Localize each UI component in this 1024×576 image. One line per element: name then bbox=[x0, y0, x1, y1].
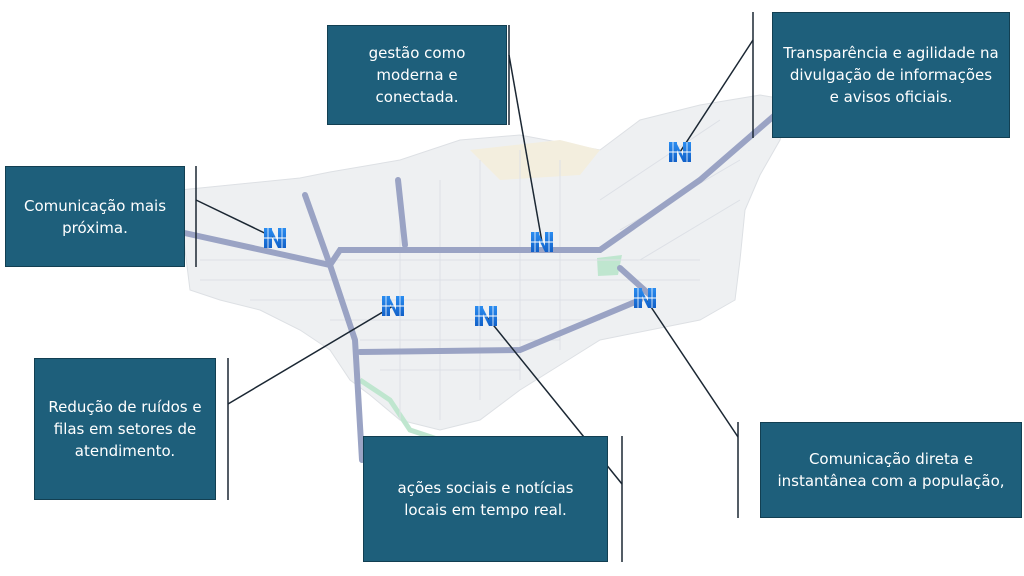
callout-noise: Redução de ruídos e filas em setores de … bbox=[34, 358, 216, 500]
logo-marker-icon bbox=[633, 286, 657, 310]
logo-marker-icon bbox=[381, 294, 405, 318]
callout-direct: Comunicação direta e instantânea com a p… bbox=[760, 422, 1022, 518]
logo-marker-icon bbox=[263, 226, 287, 250]
sand-area bbox=[470, 140, 600, 180]
street-grid bbox=[200, 119, 741, 420]
callout-closer: Comunicação mais próxima. bbox=[5, 166, 185, 267]
park-area bbox=[597, 255, 622, 276]
logo-marker-icon bbox=[668, 140, 692, 164]
callout-transparency: Transparência e agilidade na divulgação … bbox=[772, 12, 1010, 138]
callout-modern: gestão como moderna e conectada. bbox=[327, 25, 507, 125]
logo-marker-icon bbox=[530, 230, 554, 254]
logo-marker-icon bbox=[474, 304, 498, 328]
city-area bbox=[179, 94, 791, 431]
main-roads bbox=[177, 112, 778, 463]
callout-social: ações sociais e notícias locais em tempo… bbox=[363, 436, 608, 562]
